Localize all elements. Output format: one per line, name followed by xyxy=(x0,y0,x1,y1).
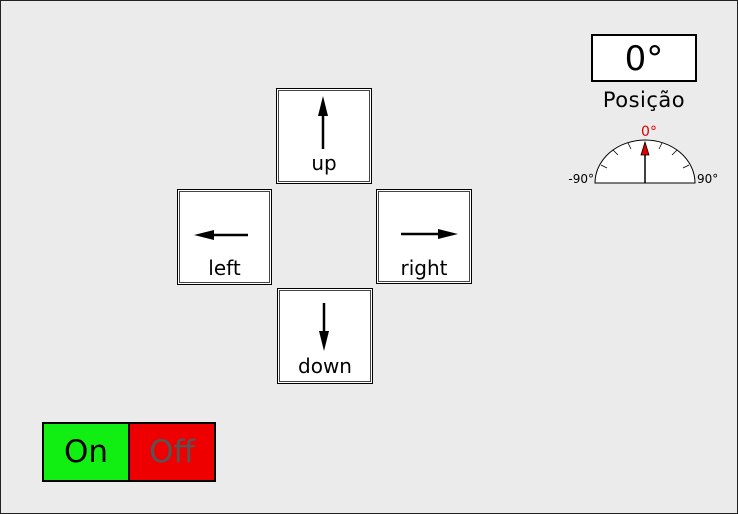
position-readout: 0° xyxy=(591,34,697,82)
gauge-current-label: 0° xyxy=(641,124,657,140)
on-off-toggle[interactable]: On Off xyxy=(42,422,216,482)
arrow-down-icon xyxy=(319,303,329,351)
arrow-left-icon xyxy=(194,230,248,240)
angle-gauge: 0° -90° 90° xyxy=(568,124,718,186)
down-button[interactable]: down xyxy=(277,288,373,384)
left-button-label: left xyxy=(208,256,241,280)
toggle-on[interactable]: On xyxy=(44,424,130,480)
up-button-label: up xyxy=(311,151,337,175)
right-button[interactable]: right xyxy=(376,189,472,284)
gauge-ticks xyxy=(600,142,690,169)
gauge-max-label: 90° xyxy=(697,172,718,186)
down-button-label: down xyxy=(298,354,352,378)
up-button[interactable]: up xyxy=(276,88,372,184)
arrow-up-icon xyxy=(318,96,328,149)
position-label: Posição xyxy=(602,88,686,112)
toggle-off[interactable]: Off xyxy=(130,424,214,480)
left-button[interactable]: left xyxy=(177,189,272,285)
arrow-right-icon xyxy=(401,229,458,239)
gauge-pointer xyxy=(640,140,650,156)
gauge-min-label: -90° xyxy=(568,172,594,186)
right-button-label: right xyxy=(400,256,448,280)
